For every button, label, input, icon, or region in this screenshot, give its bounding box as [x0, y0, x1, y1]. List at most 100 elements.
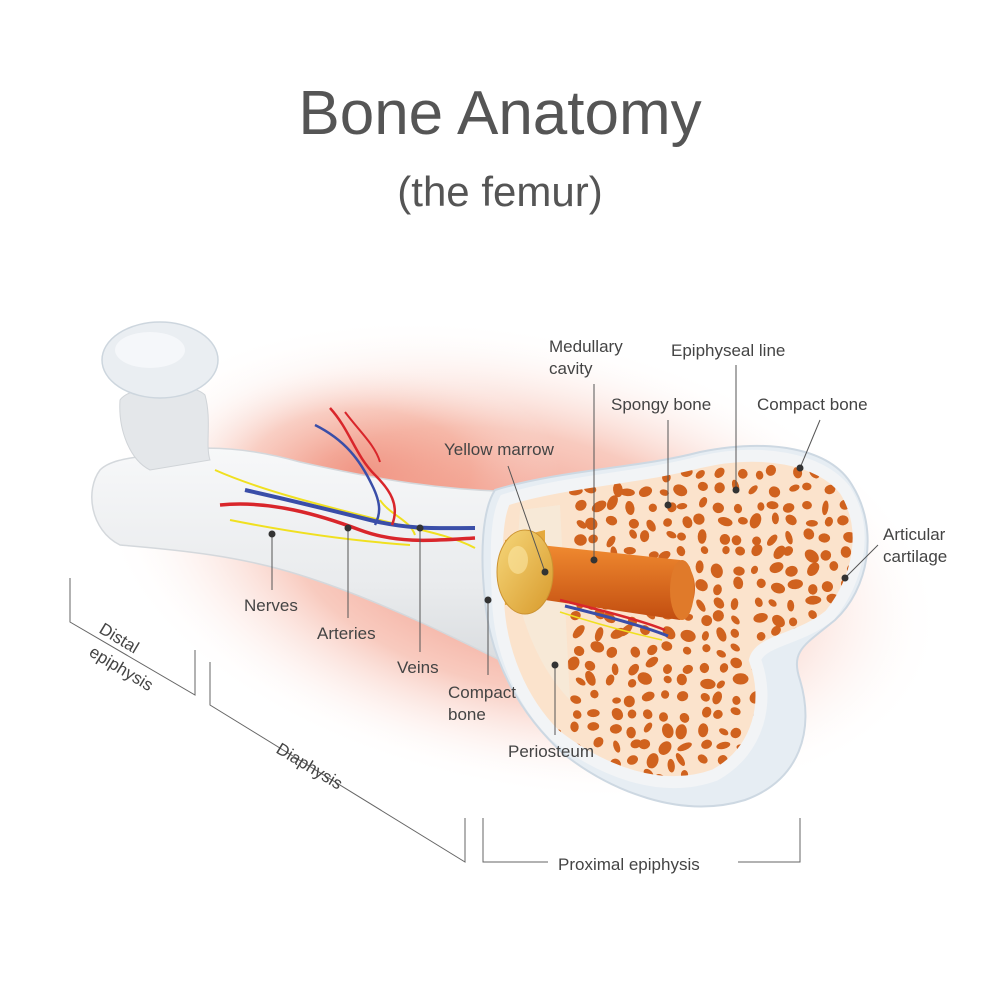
trabecula	[783, 546, 794, 556]
label-spongy-bone: Spongy bone	[611, 395, 711, 414]
trabecula	[594, 627, 604, 642]
trabecula	[737, 468, 748, 479]
trabecula	[572, 625, 585, 639]
trabecula	[572, 710, 582, 719]
trabecula	[749, 513, 762, 529]
trabecula	[712, 691, 723, 705]
trabecula	[629, 529, 637, 539]
trabecula	[682, 516, 693, 529]
trabecula	[754, 597, 763, 608]
trabecula	[731, 615, 740, 625]
trabecula	[641, 691, 655, 702]
trabecula	[606, 535, 616, 548]
trabecula	[785, 514, 797, 526]
label-periosteum: Periosteum	[508, 742, 594, 761]
trabecula	[645, 656, 659, 668]
trabecula	[575, 499, 587, 511]
trabecula	[606, 646, 618, 658]
trabecula	[695, 470, 705, 479]
trabecula	[716, 741, 731, 750]
label-medullary-cavity-2: cavity	[549, 359, 593, 378]
trabecula	[731, 535, 742, 546]
trabecula	[769, 562, 784, 574]
trabecula	[773, 545, 786, 560]
label-yellow-marrow: Yellow marrow	[444, 440, 555, 459]
trabecula	[658, 741, 672, 755]
trabecula	[751, 544, 763, 557]
trabecula	[785, 565, 798, 577]
region-diaphysis: Diaphysis	[273, 739, 346, 793]
trabecula	[766, 501, 779, 510]
trabecula	[719, 663, 729, 673]
trabecula	[750, 565, 759, 575]
trabecula	[855, 782, 873, 798]
trabecula	[719, 534, 731, 545]
trabecula	[702, 644, 711, 653]
trabecula	[829, 561, 839, 571]
trabecula	[576, 520, 587, 529]
trabecula	[771, 512, 779, 525]
trabecula	[802, 482, 812, 491]
trabecula	[661, 641, 673, 651]
trabecula	[628, 663, 640, 676]
trabecula	[570, 695, 582, 704]
trabecula	[696, 599, 706, 612]
trabecula	[787, 599, 795, 612]
trabecula	[840, 546, 852, 558]
trabecula	[837, 761, 851, 769]
trabecula	[587, 709, 600, 718]
trabecula	[767, 789, 778, 801]
trabecula	[822, 500, 829, 516]
trabecula	[818, 533, 831, 543]
medullary-cavity	[540, 545, 695, 641]
yellow-marrow	[496, 529, 554, 615]
trabecula	[732, 673, 749, 685]
label-arteries: Arteries	[317, 624, 376, 643]
trabecula	[856, 777, 859, 783]
trabecula	[702, 706, 712, 718]
trabecula	[844, 789, 855, 802]
trabecula	[714, 467, 725, 478]
trabecula	[658, 712, 669, 722]
trabecula	[714, 482, 725, 494]
diagram-subtitle: (the femur)	[397, 168, 603, 215]
trabecula	[821, 776, 832, 783]
label-epiphyseal-line: Epiphyseal line	[671, 341, 785, 360]
trabecula	[756, 578, 766, 588]
trabecula	[824, 484, 836, 495]
trabecula	[735, 546, 746, 556]
trabecula	[823, 784, 837, 796]
trabecula	[659, 489, 669, 496]
trabecula	[612, 697, 621, 704]
trabecula	[771, 625, 781, 636]
trabecula	[695, 579, 708, 592]
trabecula	[698, 497, 708, 508]
trabecula	[663, 518, 673, 527]
trabecula	[730, 707, 741, 716]
label-medullary-cavity: Medullary	[549, 337, 623, 356]
trabecula	[591, 500, 607, 513]
trabecula	[574, 534, 587, 546]
trabecula	[626, 755, 639, 765]
trabecula	[642, 709, 653, 720]
trabecula	[803, 528, 815, 540]
trabecula	[788, 785, 802, 800]
trabecula	[753, 612, 768, 623]
trabecula	[722, 546, 730, 555]
trabecula	[625, 500, 635, 516]
region-proximal-epiphysis: Proximal epiphysis	[558, 855, 700, 874]
trabecula	[646, 753, 659, 769]
diagram-title: Bone Anatomy	[298, 79, 702, 148]
trabecula	[639, 530, 650, 543]
trabecula	[697, 754, 708, 764]
trabecula	[588, 534, 598, 544]
trabecula	[584, 660, 596, 671]
trabecula	[713, 597, 725, 609]
trabecula	[800, 785, 816, 801]
trabecula	[613, 482, 623, 498]
trabecula	[730, 643, 740, 652]
trabecula	[673, 484, 688, 497]
trabecula	[697, 481, 708, 491]
nerve-line	[214, 469, 476, 549]
trabecula	[730, 727, 742, 739]
